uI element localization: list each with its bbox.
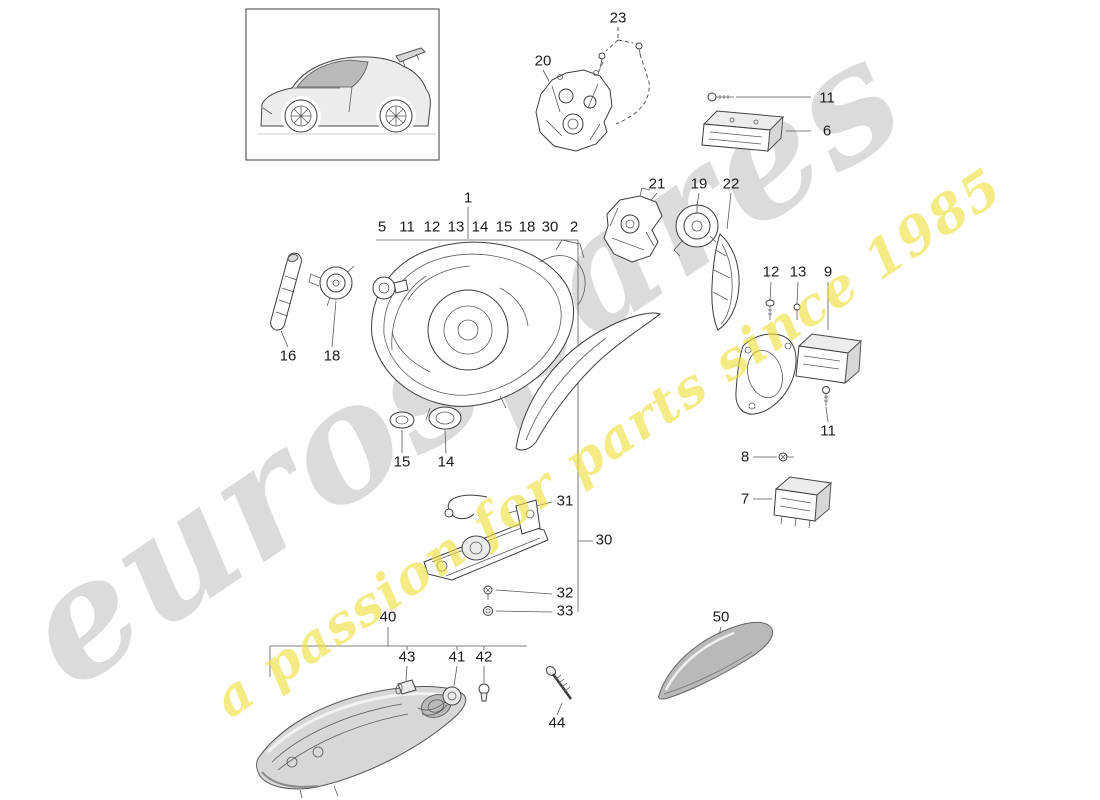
part-20-mounting-bracket bbox=[535, 69, 613, 152]
part-44-bolt bbox=[545, 666, 573, 700]
part-42-bulb bbox=[478, 683, 490, 702]
part-14-cap bbox=[428, 406, 462, 430]
part-6-control-module bbox=[701, 110, 785, 153]
part-22-bracket-strip bbox=[711, 233, 740, 331]
car-wing bbox=[395, 47, 426, 63]
part-11-screw-right bbox=[822, 386, 830, 406]
part-31-30-leveling-assembly bbox=[423, 494, 549, 581]
part-23-screws bbox=[598, 42, 643, 69]
leader-lines bbox=[269, 27, 829, 716]
part-40-drl-lamp bbox=[256, 686, 467, 799]
part-21-bracket bbox=[603, 187, 663, 263]
part-7-relay bbox=[773, 476, 833, 529]
car-rear-wheel bbox=[379, 99, 413, 133]
part-19-sensor bbox=[673, 204, 719, 257]
part-2-trim-seal bbox=[515, 312, 661, 451]
car-glass bbox=[296, 59, 369, 88]
part-1-headlight bbox=[371, 239, 586, 421]
part-50-side-marker bbox=[658, 621, 774, 700]
part-9-module-and-bracket bbox=[735, 333, 863, 415]
vehicle-thumbnail bbox=[245, 8, 440, 161]
part-13-screw bbox=[793, 303, 801, 320]
part-16-pin bbox=[270, 252, 302, 331]
part-5-bulb-socket bbox=[372, 276, 409, 300]
part-32-screw bbox=[483, 585, 493, 600]
part-11-screw-top bbox=[707, 92, 734, 102]
part-43-cylinder bbox=[395, 679, 417, 695]
part-15-cap bbox=[389, 411, 415, 429]
part-18-connector bbox=[308, 265, 355, 307]
car-front-wheel bbox=[284, 99, 318, 133]
part-41-socket bbox=[417, 686, 462, 716]
part-12-screw bbox=[765, 299, 775, 320]
part-8-screw bbox=[778, 452, 794, 462]
part-33-grommet bbox=[483, 606, 493, 616]
